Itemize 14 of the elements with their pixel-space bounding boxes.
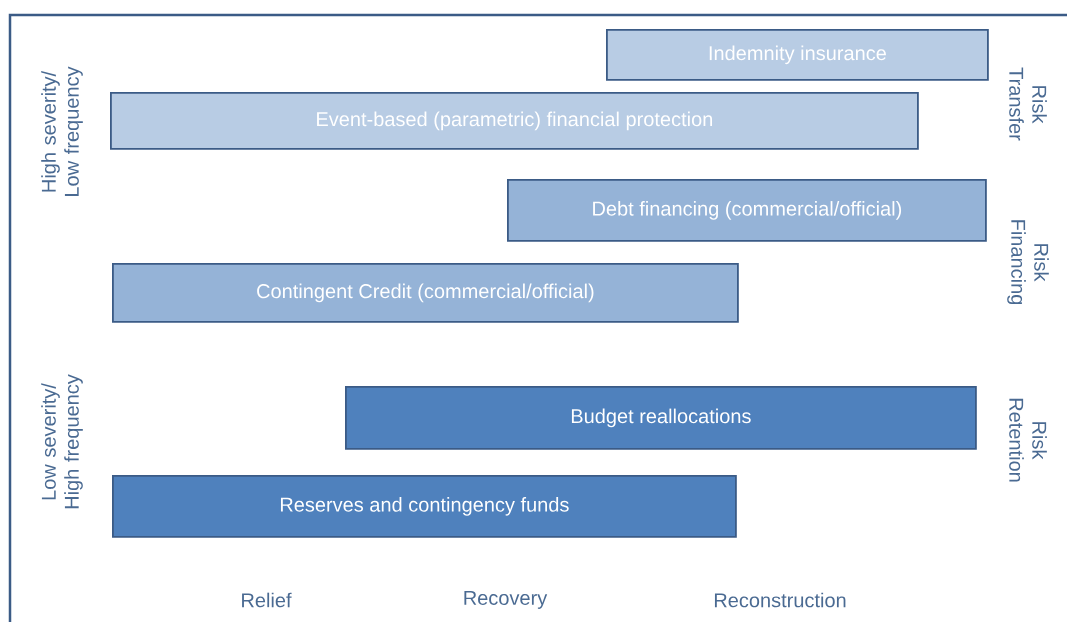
bar: Indemnity insurance bbox=[606, 29, 989, 81]
side-label: Risk Transfer bbox=[1009, 67, 1047, 141]
side-label: Risk Retention bbox=[1009, 398, 1047, 482]
axis-label: Recovery bbox=[464, 591, 548, 609]
bar: Reserves and contingency funds bbox=[112, 475, 737, 538]
bar: Contingent Credit (commercial/official) bbox=[112, 263, 739, 323]
side-label: Risk Financing bbox=[1007, 220, 1049, 305]
bar: Debt financing (commercial/official) bbox=[507, 179, 987, 242]
side-label: High severity/ Low frequency bbox=[41, 66, 83, 196]
axis-label: Relief bbox=[242, 592, 292, 608]
bar: Budget reallocations bbox=[345, 386, 977, 450]
bar: Event-based (parametric) financial protection bbox=[110, 92, 919, 150]
side-label: Low severity/ High frequency bbox=[41, 374, 83, 509]
axis-label: Reconstruction bbox=[714, 592, 846, 608]
